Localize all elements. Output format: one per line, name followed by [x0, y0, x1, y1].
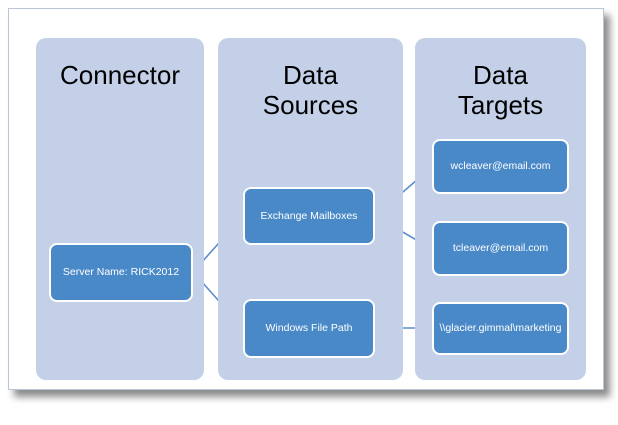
diagram-frame: Connector Data Sources Data Targets Serv…: [8, 8, 604, 390]
node-exchange-mailboxes[interactable]: Exchange Mailboxes: [243, 187, 375, 245]
node-mailbox-tcleaver[interactable]: tcleaver@email.com: [432, 221, 569, 276]
panel-data-sources-title-line1: Data: [283, 60, 338, 90]
node-windows-file-path[interactable]: Windows File Path: [243, 299, 375, 358]
panel-data-sources-title-line2: Sources: [262, 90, 359, 120]
panel-data-targets-title: Data Targets: [415, 60, 586, 120]
panel-data-targets-title-line2: Targets: [457, 90, 544, 120]
node-server-name[interactable]: Server Name: RICK2012: [49, 243, 193, 302]
diagram-canvas: Connector Data Sources Data Targets Serv…: [8, 8, 604, 390]
panel-connector: Connector: [36, 38, 204, 380]
panel-connector-title: Connector: [60, 60, 180, 90]
panel-data-targets-title-line1: Data: [473, 60, 528, 90]
panel-data-sources-title: Data Sources: [218, 60, 403, 120]
node-mailbox-wcleaver[interactable]: wcleaver@email.com: [432, 139, 569, 194]
node-unc-path[interactable]: \\glacier.gimmal\marketing: [432, 302, 569, 355]
